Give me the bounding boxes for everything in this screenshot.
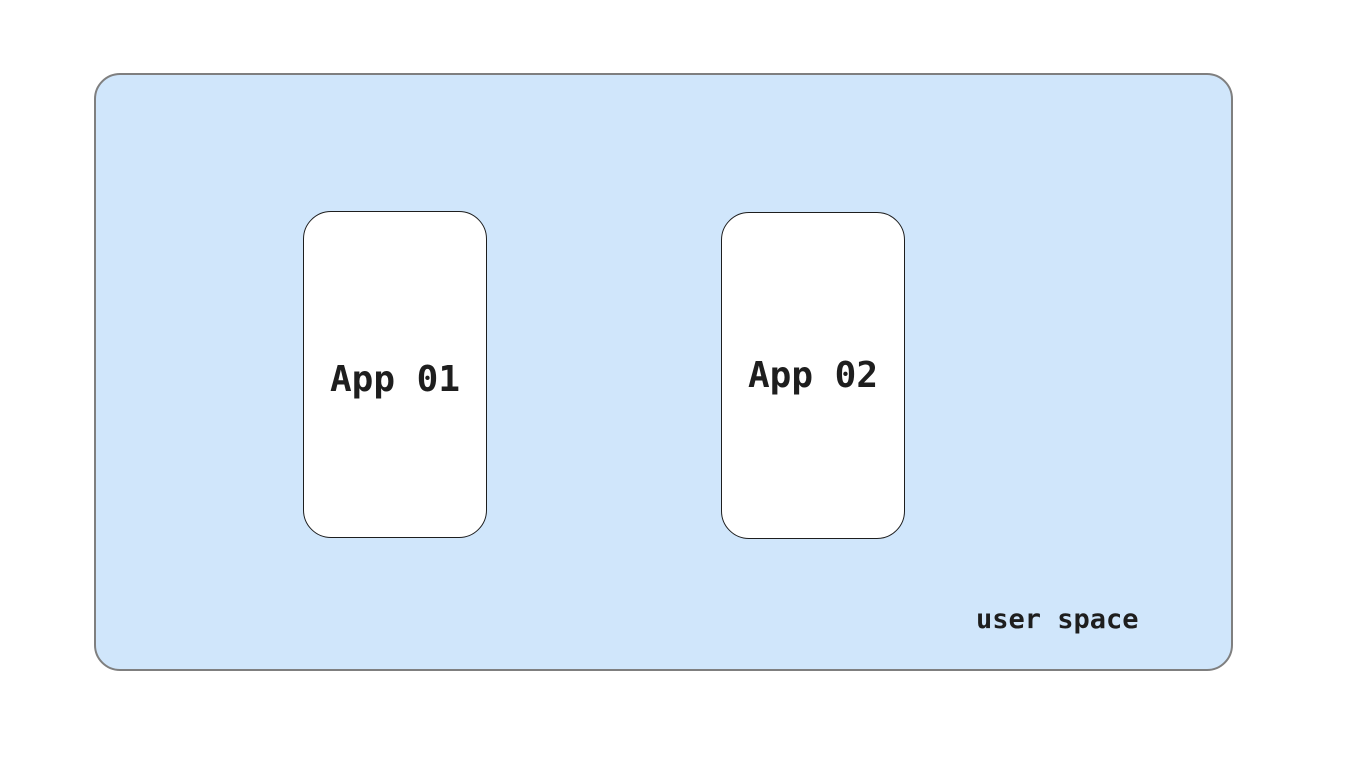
user-space-container — [94, 73, 1233, 671]
app-01-label: App 01 — [329, 359, 461, 400]
user-space-label: user space — [976, 604, 1139, 635]
app-02-label: App 02 — [747, 355, 879, 396]
app-01-box: App 01 — [303, 211, 487, 538]
app-02-box: App 02 — [721, 212, 905, 539]
